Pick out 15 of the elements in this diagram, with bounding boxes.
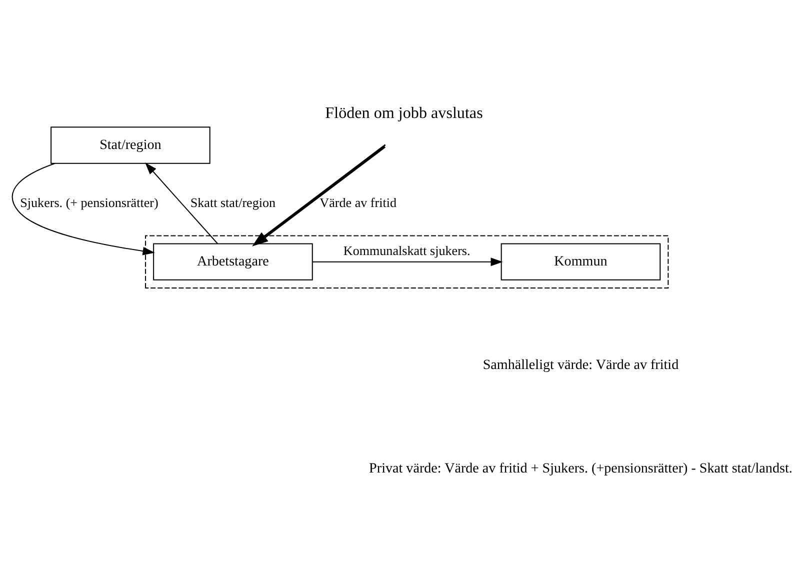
edge-label: Värde av fritid — [320, 194, 397, 210]
edge-label: Sjukers. (+ pensionsrätter) — [20, 194, 158, 210]
edge-label: Skatt stat/region — [190, 194, 276, 210]
label: Privat värde: Värde av fritid + Sjukers. (+pensionsrätter) - Skatt stat/landst. — [369, 460, 792, 476]
node-box: Arbetstagare — [153, 242, 313, 280]
label: Samhälleligt värde: Värde av fritid — [482, 356, 679, 373]
arrow — [252, 144, 386, 246]
diagram-title: Flöden om jobb avslutas — [325, 104, 483, 122]
edge-label: Kommunalskatt sjukers. — [343, 242, 470, 258]
cluster — [145, 234, 669, 288]
node-box: Stat/region — [50, 126, 210, 164]
node-box: Kommun — [500, 242, 661, 280]
arrow — [12, 162, 155, 255]
arrow — [312, 257, 503, 266]
arrow — [145, 162, 218, 244]
